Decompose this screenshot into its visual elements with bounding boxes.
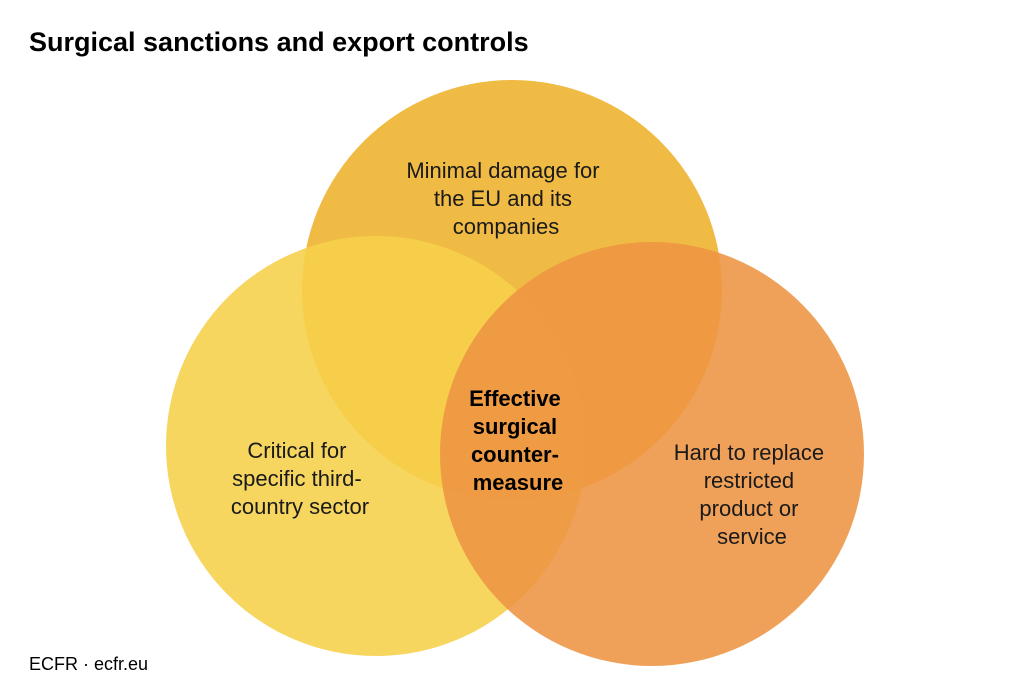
circle-label-left: Critical for specific third- country sec…: [231, 438, 369, 519]
circle-label-left-line: Critical for: [247, 438, 346, 463]
center-label-line: Effective: [469, 386, 561, 411]
circle-label-right-line: restricted: [704, 468, 794, 493]
circle-label-right: Hard to replace restricted product or se…: [674, 440, 831, 549]
circle-label-top-line: the EU and its: [434, 186, 572, 211]
circle-label-right-line: service: [717, 524, 787, 549]
circle-label-top: Minimal damage for the EU and its compan…: [406, 158, 605, 239]
circle-right: [440, 242, 864, 666]
circle-label-left-line: specific third-: [232, 466, 362, 491]
circle-label-top-line: Minimal damage for: [406, 158, 599, 183]
diagram-title: Surgical sanctions and export controls: [29, 27, 529, 57]
circle-label-right-line: product or: [699, 496, 798, 521]
center-label-line: surgical: [473, 414, 557, 439]
circle-label-right-line: Hard to replace: [674, 440, 824, 465]
source-credit: ECFR · ecfr.eu: [29, 654, 149, 674]
center-label-line: measure: [473, 470, 564, 495]
center-label-line: counter-: [471, 442, 559, 467]
circle-label-left-line: country sector: [231, 494, 369, 519]
venn-circles: [166, 80, 864, 666]
circle-label-top-line: companies: [453, 214, 559, 239]
center-label: Effective surgical counter- measure: [469, 386, 567, 495]
